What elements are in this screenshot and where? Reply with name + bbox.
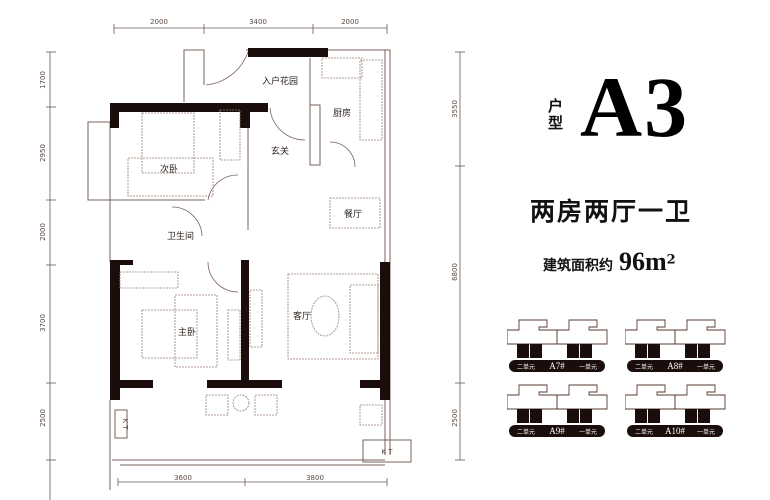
unit-right: 一单元 xyxy=(696,428,715,436)
key-plan-label: 二单元 A7# 一单元 xyxy=(509,360,605,372)
building-code: A9# xyxy=(549,426,565,436)
area-unit-sup: 2 xyxy=(666,252,676,268)
dimension-lines xyxy=(46,24,465,500)
unit-right: 一单元 xyxy=(578,363,597,371)
doors xyxy=(171,51,356,293)
area-value: 96m xyxy=(619,247,667,276)
ac-label-2: K T xyxy=(381,448,393,456)
room-label-living: 客厅 xyxy=(293,310,311,322)
key-plan-label: 二单元 A10# 一单元 xyxy=(627,425,723,437)
dim-right-3: 2500 xyxy=(451,409,459,427)
dim-left-4: 3700 xyxy=(39,314,47,332)
unit-left: 二单元 xyxy=(517,428,536,436)
dim-right-2: 6800 xyxy=(451,263,459,281)
solid-walls xyxy=(110,48,390,400)
unit-type-label: 户型 xyxy=(548,97,564,132)
dim-bottom-1: 3600 xyxy=(174,474,192,482)
unit-right: 一单元 xyxy=(696,363,715,371)
key-plan: 二单元 A7# 一单元 xyxy=(506,318,612,378)
key-plan: 二单元 A9# 一单元 xyxy=(506,383,612,443)
area-label: 建筑面积约 xyxy=(543,258,613,274)
unit-right: 一单元 xyxy=(578,428,597,436)
unit-type-code: A3 xyxy=(580,59,690,155)
dim-left-3: 2000 xyxy=(39,223,47,241)
building-code: A7# xyxy=(549,361,565,371)
unit-left: 二单元 xyxy=(635,363,654,371)
room-label-bathroom: 卫生间 xyxy=(167,230,194,242)
ac-label-1: K T xyxy=(121,418,129,430)
key-plan-label: 二单元 A9# 一单元 xyxy=(509,425,605,437)
room-label-second-bedroom: 次卧 xyxy=(160,163,178,175)
key-plan: 二单元 A10# 一单元 xyxy=(624,383,730,443)
key-plan-diagram xyxy=(624,319,726,358)
room-label-foyer: 玄关 xyxy=(271,145,289,157)
dim-left-2: 2950 xyxy=(39,144,47,162)
layout-description: 两房两厅一卫 xyxy=(530,197,693,226)
building-code: A8# xyxy=(667,361,683,371)
room-label-kitchen: 厨房 xyxy=(333,107,351,119)
floor-plan: 2000 3400 2000 1700 2950 2000 3700 2500 … xyxy=(39,18,465,500)
furniture xyxy=(119,57,383,426)
key-plan-diagram xyxy=(506,319,608,358)
key-plan-label: 二单元 A8# 一单元 xyxy=(627,360,723,372)
dim-bottom-2: 3800 xyxy=(306,474,324,482)
key-plan-diagram xyxy=(506,384,608,423)
dim-top-2: 3400 xyxy=(249,18,267,26)
unit-left: 二单元 xyxy=(517,363,536,371)
dim-top-1: 2000 xyxy=(150,18,168,26)
room-label-master-bedroom: 主卧 xyxy=(178,326,196,338)
room-label-dining: 餐厅 xyxy=(344,208,362,220)
dim-top-3: 2000 xyxy=(341,18,359,26)
building-area: 建筑面积约 96m2 xyxy=(543,247,676,277)
dim-left-1: 1700 xyxy=(39,71,47,89)
key-plan: 二单元 A8# 一单元 xyxy=(624,318,730,378)
dim-right-1: 3550 xyxy=(451,100,459,118)
dim-left-5: 2500 xyxy=(39,409,47,427)
building-code: A10# xyxy=(665,426,685,436)
unit-left: 二单元 xyxy=(635,428,654,436)
key-plan-diagram xyxy=(624,384,726,423)
room-label-garden: 入户花园 xyxy=(262,75,298,87)
